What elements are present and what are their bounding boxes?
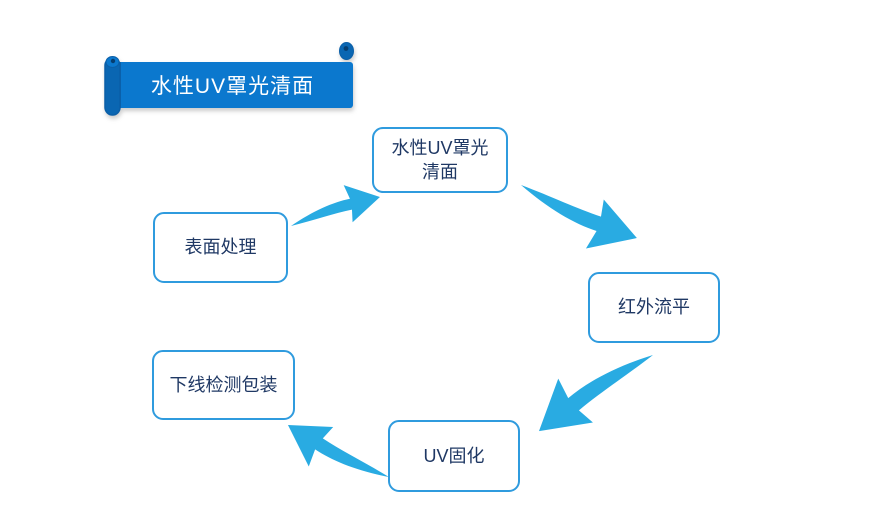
node-label: 红外流平: [618, 297, 690, 318]
banner-title: 水性UV罩光清面: [150, 75, 315, 98]
node-uv-curing: UV固化: [388, 420, 520, 492]
node-infrared-leveling: 红外流平: [588, 272, 720, 343]
arrow-topcoat-to-infrared: [510, 180, 644, 260]
banner-scroll-shape: [104, 42, 354, 116]
node-surface-treatment: 表面处理: [153, 212, 288, 283]
node-waterborne-uv-topcoat: 水性UV罩光 清面: [372, 127, 508, 193]
banner-right-knob-dot: [343, 46, 349, 51]
arrow-uv-to-offline: [275, 404, 392, 510]
banner-rect: [112, 62, 353, 108]
node-offline-inspection-packaging: 下线检测包装: [152, 350, 295, 420]
node-label: UV固化: [423, 445, 485, 466]
banner-left-knob-dot: [110, 58, 116, 64]
banner-right-knob: [339, 42, 354, 60]
node-label: 表面处理: [184, 237, 257, 258]
node-label-line1: 水性UV罩光: [391, 137, 489, 158]
arrow-surface-to-topcoat: [287, 181, 383, 230]
node-label-line2: 清面: [422, 162, 458, 182]
node-label: 下线检测包装: [169, 374, 278, 395]
